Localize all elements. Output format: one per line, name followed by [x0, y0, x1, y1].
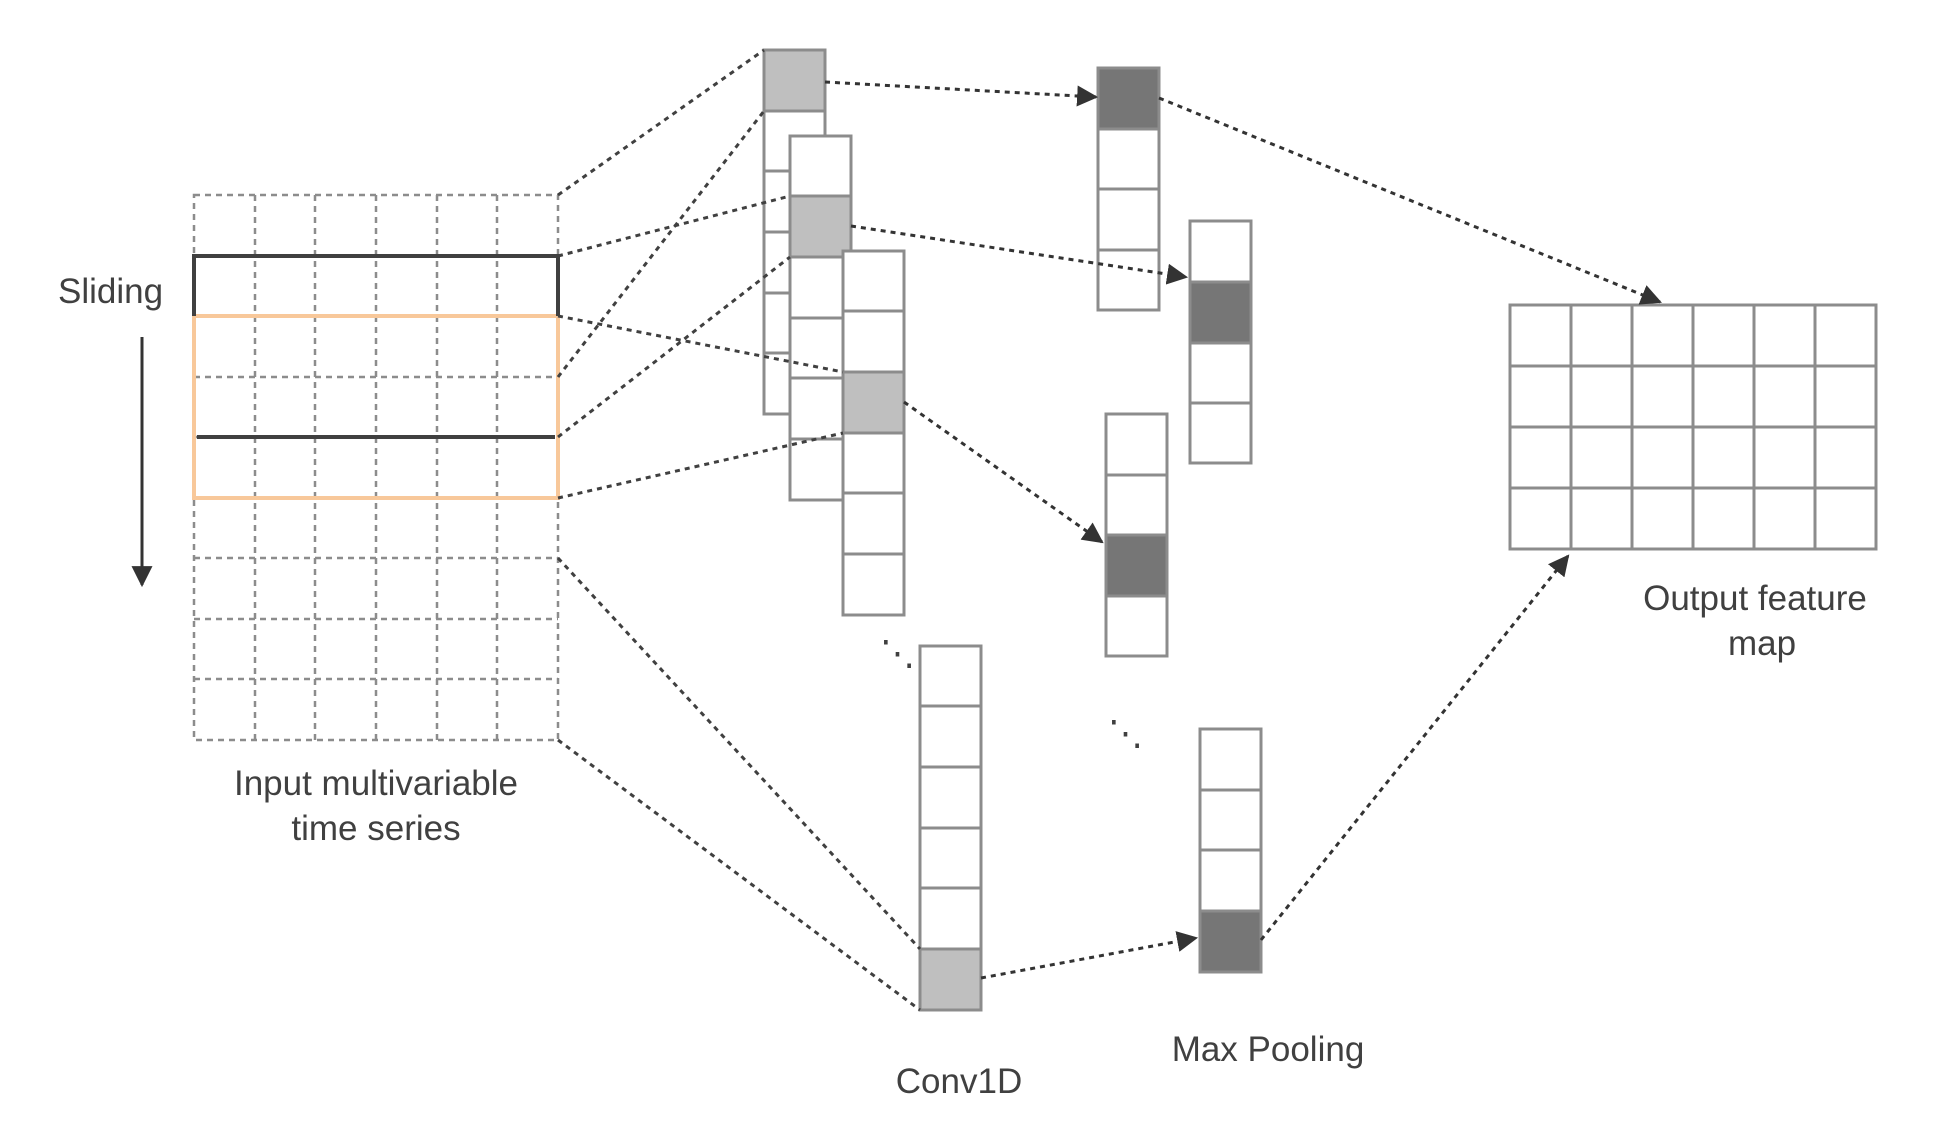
conv-output-cell [918, 947, 983, 1012]
pool-ellipsis: ⋱ [1108, 714, 1143, 753]
arrow-conv-last-to-pool-last [980, 931, 1199, 980]
maxpool-column-3 [1104, 412, 1169, 658]
conv-output-cell [841, 370, 906, 435]
arrow-conv1-to-pool1 [824, 80, 1099, 107]
maxpool-column-2 [1188, 219, 1253, 465]
pooled-cell [1096, 66, 1161, 131]
maxpool-column-1 [1096, 66, 1161, 312]
connector-lines [556, 48, 922, 1012]
conv1d-column-2 [788, 134, 853, 502]
conv1d-column-3 [841, 249, 906, 617]
conv1d-column-last [918, 644, 983, 1012]
output-feature-map [1508, 303, 1878, 551]
conv-ellipsis: ⋱ [880, 634, 915, 673]
input-time-series-grid [192, 193, 560, 742]
sliding-label: Sliding [58, 272, 163, 311]
arrow-conv2-to-pool2 [850, 224, 1189, 285]
conv-output-cell [762, 48, 827, 113]
arrow-pool1-to-output [1158, 96, 1662, 305]
output-label-line2: map [1728, 624, 1796, 663]
conv-output-cell [788, 194, 853, 259]
arrow-pool-last-to-output [1259, 554, 1570, 941]
pooled-cell [1198, 909, 1263, 974]
arrow-conv3-to-pool3 [903, 400, 1104, 544]
maxpool-column-last [1198, 727, 1263, 974]
output-label-line1: Output feature [1643, 579, 1867, 618]
pooled-cell [1188, 280, 1253, 345]
flow-arrows [824, 80, 1662, 980]
input-label-line2: time series [291, 809, 460, 848]
input-label-line1: Input multivariable [234, 764, 518, 803]
sliding-window-highlight [192, 314, 560, 500]
max-pooling-label: Max Pooling [1172, 1030, 1365, 1069]
previous-window-outline [192, 254, 560, 316]
pooled-cell [1104, 533, 1169, 598]
conv1d-label: Conv1D [896, 1062, 1022, 1101]
